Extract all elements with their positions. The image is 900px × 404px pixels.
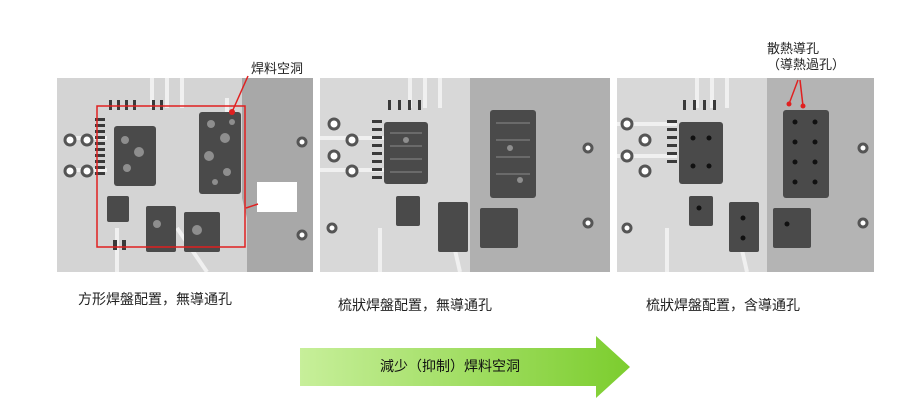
xray-image-square-pad <box>57 78 313 272</box>
thermal-via-label-line2: （導熱過孔） <box>767 58 846 73</box>
xray-panel-comb-pad-with-vias <box>617 78 874 272</box>
thermal-via-label-line1: 散熱導孔 <box>767 42 820 57</box>
xray-image-comb-pad-with-vias <box>617 78 874 272</box>
xray-panel-square-pad <box>57 78 313 272</box>
caption-comb-pad-with-vias: 梳狀焊盤配置，含導通孔 <box>646 298 800 314</box>
caption-square-pad: 方形焊盤配置，無導通孔 <box>78 292 232 308</box>
xray-panel-comb-pad <box>320 78 610 272</box>
xray-image-comb-pad <box>320 78 610 272</box>
thermal-via-label: 散熱導孔 （導熱過孔） <box>767 42 845 74</box>
arrow-right-icon <box>300 336 630 398</box>
arrow-label: 減少（抑制）焊料空洞 <box>380 359 520 375</box>
caption-comb-pad: 梳狀焊盤配置，無導通孔 <box>338 298 492 314</box>
void-label: 焊料空洞 <box>251 62 304 77</box>
